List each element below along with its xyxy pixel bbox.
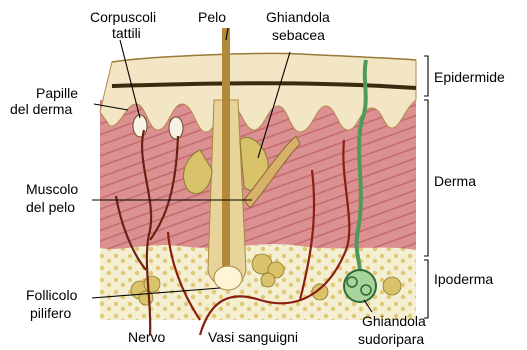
label-vasi-sanguigni: Vasi sanguigni — [208, 329, 298, 345]
label-corpuscoli-line1: Corpuscoli — [90, 9, 156, 25]
label-follicolo-line2: pilifero — [30, 305, 71, 321]
label-muscolo-line1: Muscolo — [26, 181, 78, 197]
label-derma: Derma — [434, 173, 476, 189]
label-follicolo-line1: Follicolo — [26, 287, 78, 303]
label-ipoderma: Ipoderma — [434, 271, 493, 287]
tactile-corpuscle-1 — [133, 115, 147, 137]
label-nervo: Nervo — [128, 329, 166, 345]
label-papille-line1: Papille — [36, 85, 78, 101]
label-ghiandola-sebacea-line1: Ghiandola — [266, 9, 330, 25]
hair-shaft — [222, 28, 230, 278]
label-ghiandola-sudoripara-line2: sudoripara — [358, 331, 424, 347]
hair-bulb — [214, 266, 242, 290]
tactile-corpuscle-2 — [169, 117, 183, 139]
label-epidermide: Epidermide — [434, 69, 505, 85]
label-papille-line2: del derma — [10, 101, 72, 117]
label-ghiandola-sudoripara-line1: Ghiandola — [362, 313, 426, 329]
label-corpuscoli-line2: tattili — [112, 25, 141, 41]
label-ghiandola-sebacea-line2: sebacea — [272, 27, 325, 43]
label-muscolo-line2: del pelo — [26, 199, 75, 215]
label-pelo: Pelo — [198, 9, 226, 25]
